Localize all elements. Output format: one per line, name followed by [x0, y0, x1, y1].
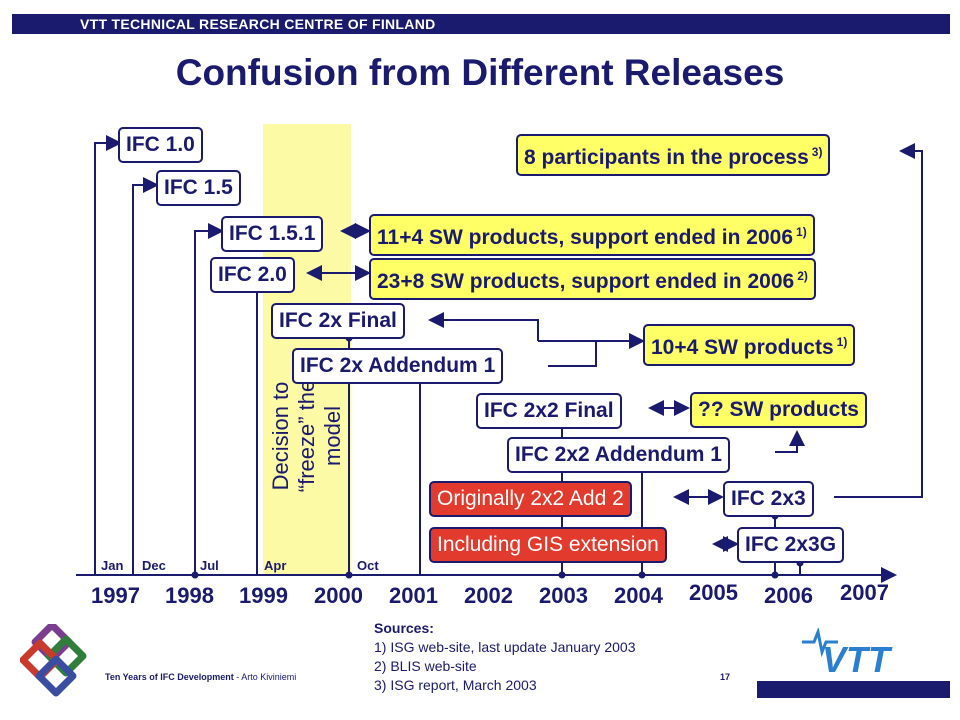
release-ifc-2x2-addendum-1: IFC 2x2 Addendum 1 — [507, 437, 730, 473]
year-label: 2006 — [764, 583, 813, 608]
year-label: 2005 — [689, 580, 738, 605]
svg-text:VTT: VTT — [822, 639, 893, 678]
year-label: 2004 — [614, 583, 663, 608]
month-label: Apr — [264, 558, 287, 573]
year-label: 2007 — [840, 580, 889, 605]
ifc-logo-icon — [20, 624, 87, 697]
release-ifc-1-5-1: IFC 1.5.1 — [221, 216, 324, 252]
footer-text: Ten Years of IFC Development - Arto Kivi… — [105, 672, 297, 682]
year-label: 2002 — [464, 583, 513, 608]
release-ifc-2-0: IFC 2.0 — [210, 257, 295, 293]
month-label: Jul — [200, 558, 219, 573]
year-label: 1997 — [91, 583, 140, 608]
note-originally-2x2-add-2: Originally 2x2 Add 2 — [429, 481, 632, 517]
release-ifc-2x2-final: IFC 2x2 Final — [476, 393, 622, 429]
year-label: 2000 — [314, 583, 363, 608]
banner-text: VTT TECHNICAL RESEARCH CENTRE OF FINLAND — [80, 16, 436, 32]
page-number: 17 — [720, 672, 731, 682]
header-banner — [12, 14, 950, 34]
month-label: Jan — [101, 558, 124, 573]
release-ifc-2x3g: IFC 2x3G — [737, 527, 845, 563]
release-ifc-2x-final: IFC 2x Final — [271, 303, 405, 339]
release-ifc-2x3: IFC 2x3 — [723, 481, 814, 517]
source-item: 3) ISG report, March 2003 — [374, 677, 537, 693]
year-label: 1998 — [165, 583, 214, 608]
page-title: Confusion from Different Releases — [175, 52, 785, 93]
year-label: 2001 — [389, 583, 438, 608]
sources-heading: Sources: — [374, 620, 434, 636]
year-label: 1999 — [239, 583, 288, 608]
note-including-gis: Including GIS extension — [429, 527, 667, 563]
release-ifc-1-0: IFC 1.0 — [118, 127, 203, 163]
source-item: 2) BLIS web-site — [374, 658, 477, 674]
release-ifc-1-5: IFC 1.5 — [156, 170, 241, 206]
footer-bar — [757, 681, 950, 698]
month-label: Oct — [357, 558, 379, 573]
vtt-logo-icon: VTT — [802, 628, 893, 678]
note-sw-products-2x2: ?? SW products — [690, 392, 867, 428]
sources-block: Sources: 1) ISG web-site, last update Ja… — [374, 619, 635, 695]
year-label: 2003 — [539, 583, 588, 608]
release-ifc-2x-addendum-1: IFC 2x Addendum 1 — [292, 348, 504, 384]
month-label: Dec — [142, 558, 166, 573]
source-item: 1) ISG web-site, last update January 200… — [374, 639, 636, 655]
